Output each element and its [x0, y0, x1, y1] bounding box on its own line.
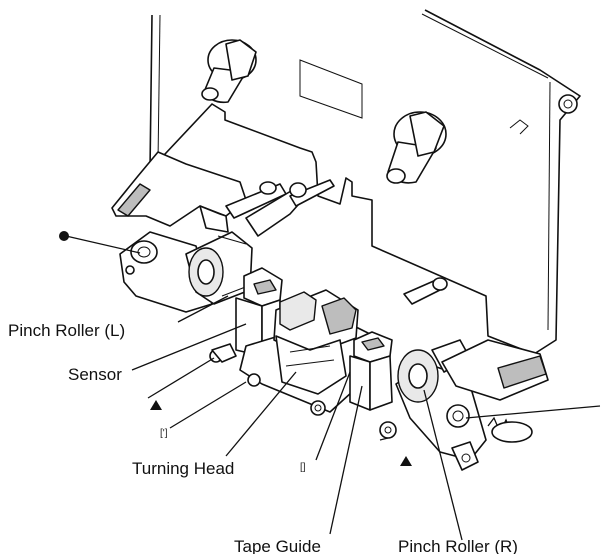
triangle-marker-left [150, 400, 162, 410]
pinch-roller-right [395, 277, 549, 471]
chassis-plate [149, 9, 581, 355]
callout-lines [65, 235, 601, 541]
reel-spindle-lower [386, 111, 447, 184]
pinch-roller-left [119, 231, 253, 313]
screw-mark-right: [] [300, 462, 306, 473]
triangle-marker-right [400, 456, 412, 466]
label-tape-guide: Tape Guide [234, 537, 321, 554]
label-sensor: Sensor [68, 365, 122, 384]
reel-spindle-upper [201, 39, 257, 104]
tape-guide-block [349, 331, 397, 439]
label-pinch-roller-r: Pinch Roller (R) [398, 537, 518, 554]
label-pinch-roller-l: Pinch Roller (L) [8, 321, 125, 340]
dot-marker [59, 231, 69, 241]
turning-head [209, 289, 375, 416]
screw-mark-left: ['] [160, 428, 168, 439]
pinch-arm-left [111, 151, 335, 237]
label-turning-head: Turning Head [132, 459, 234, 478]
